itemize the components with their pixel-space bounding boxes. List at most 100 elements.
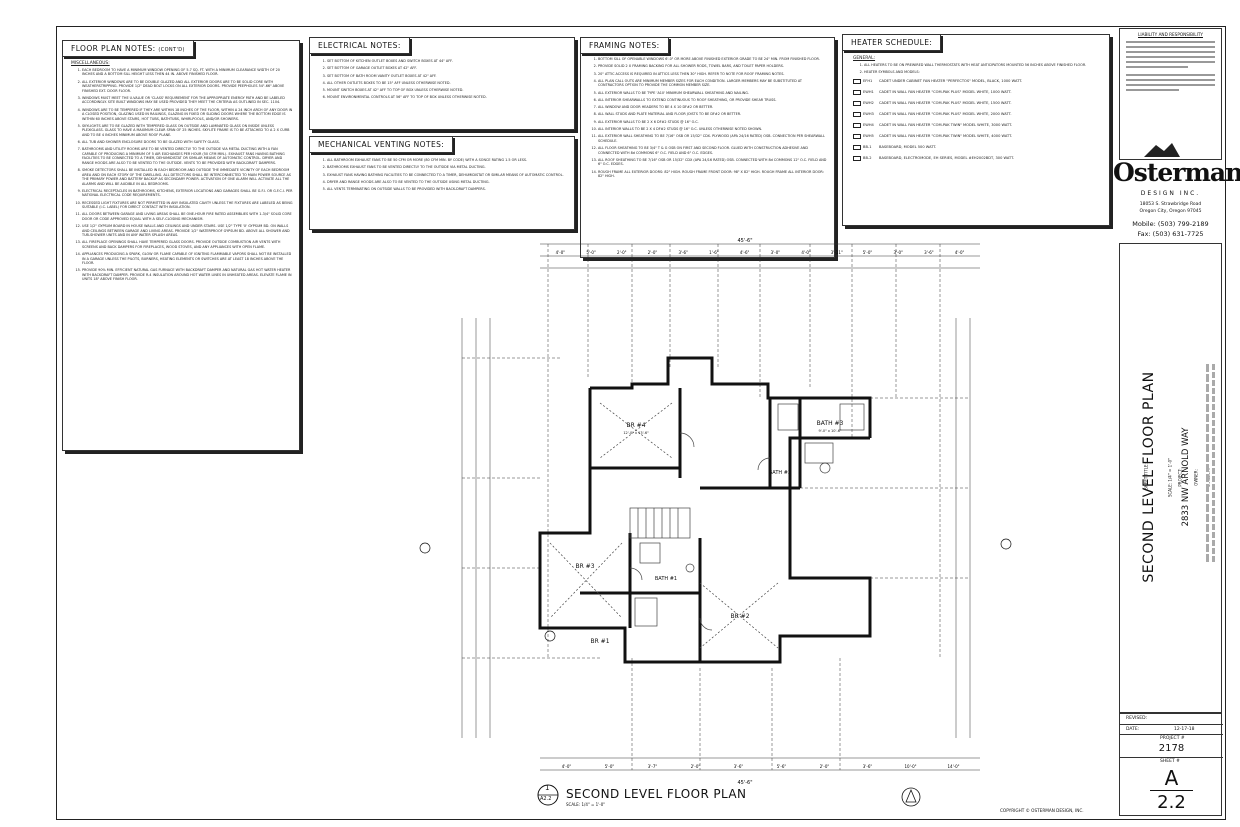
heater-desc: BASEBOARD, MODEL 500 WATT. xyxy=(879,144,937,149)
note-item: ALL FLOOR SHEATHING TO BE 3/4" T & G OSB… xyxy=(598,146,827,155)
heater-desc: BASEBOARD, ELECTROMODE, EH SERIES, MODEL… xyxy=(879,155,1015,160)
dimension-label: 3'-0" xyxy=(771,250,781,255)
title-block: LIABILITY AND RESPONSIBILITY Osterman DE… xyxy=(1113,28,1240,816)
heater-symbol: EFH1 xyxy=(853,78,879,84)
note-item: ALL OTHER OUTLETS BOXES TO BE 15" AFF UN… xyxy=(327,81,566,85)
plan-title: SECOND LEVEL FLOOR PLAN xyxy=(566,787,747,801)
sheet-no-label: SHEET # xyxy=(1160,759,1180,764)
firm-address-2: Oregon City, Oregon 97045 xyxy=(1139,209,1202,214)
floor-plan-notes-list: EACH BEDROOM TO HAVE A MINIMUM WINDOW OP… xyxy=(71,68,293,282)
heater-symbol: EWH3 xyxy=(853,111,879,117)
note-item: ALL TUB AND SHOWER ENCLOSURE DOORS TO BE… xyxy=(82,140,293,144)
detail-bubble xyxy=(537,784,559,806)
builder-text-2 xyxy=(1206,364,1209,564)
heater-row: EWH4 CADET IN WALL FAN HEATER "COM-PAK TW… xyxy=(853,122,1103,128)
liability-cell: LIABILITY AND RESPONSIBILITY xyxy=(1119,28,1222,160)
heater-desc: CADET IN WALL FAN HEATER "COM-PAK TWIN" … xyxy=(879,122,1013,127)
dimension-label: 5'-6" xyxy=(777,764,787,769)
note-item: ALL EXTERIOR WALL SHEATHING TO BE 7/16" … xyxy=(598,134,827,143)
heater-icon xyxy=(853,122,861,128)
heater-icon xyxy=(853,111,861,117)
revised-label: REVISED: xyxy=(1126,716,1148,721)
dimension-label: 5'-0" xyxy=(863,250,873,255)
project-no: 2178 xyxy=(1158,743,1185,754)
note-item: ALL DOORS BETWEEN GARAGE AND LIVING AREA… xyxy=(82,212,293,221)
plan-scale: SCALE: 1/4" = 1'-0" xyxy=(566,802,606,807)
firm-name: Osterman xyxy=(1113,158,1240,187)
heater-symbol: EWH1 xyxy=(853,89,879,95)
heater-code: EWH4 xyxy=(863,122,874,127)
note-item: MOUNT SWITCH BOXES AT 42" AFF TO TOP OF … xyxy=(327,88,566,92)
heater-row: BB-1 BASEBOARD, MODEL 500 WATT. xyxy=(853,144,1103,150)
note-item: ALL EXTERIOR WALLS TO BE TYPE 'A10' MINI… xyxy=(598,91,827,95)
note-item: ALL WINDOW AND DOOR HEADERS TO BE 4 X 10… xyxy=(598,105,827,109)
dimension-label: 4'-6" xyxy=(740,250,750,255)
note-item: WINDOWS MUST MEET THE U-VALUE OR 'CLASS'… xyxy=(82,96,293,105)
note-item: ALL EXTERIOR WINDOWS ARE TO BE DOUBLE GL… xyxy=(82,80,293,93)
dimension-label: 2'-0" xyxy=(820,764,830,769)
house-logo-icon xyxy=(1144,143,1180,157)
note-item: HEATER SYMBOLS AND MODELS: xyxy=(864,70,1103,74)
heater-icon xyxy=(853,133,861,139)
heater-desc: CADET IN WALL FAN HEATER "COM-PAK PLUS" … xyxy=(879,100,1012,105)
heater-icon xyxy=(853,89,861,95)
heater-icon xyxy=(853,100,861,106)
note-item: BATHROOMS EXHAUST FANS TO BE VENTED DIRE… xyxy=(327,165,566,169)
electrical-notes-title: ELECTRICAL NOTES: xyxy=(309,37,410,54)
project-no-label: PROJECT # xyxy=(1160,736,1185,741)
sheet-info-cell: SHEET TITLE: SECOND LEVEL FLOOR PLAN SCA… xyxy=(1119,243,1222,713)
sheet-title: SECOND LEVEL FLOOR PLAN xyxy=(1141,371,1157,583)
note-item: ALL EXTERIOR WALLS TO BE 2 X 6 DF#2 STUD… xyxy=(598,120,827,124)
floor-plan-notes-body: MISCELLANEOUS: EACH BEDROOM TO HAVE A MI… xyxy=(71,61,293,285)
dimension-label: 4'-0" xyxy=(556,250,566,255)
note-item: ALL PLAN CALL OUTS ARE MINIMUM MEMBER SI… xyxy=(598,79,827,88)
electrical-notes-list: SET BOTTOM OF KITCHEN OUTLET BOXES AND S… xyxy=(316,59,566,100)
heater-schedule-title: HEATER SCHEDULE: xyxy=(842,34,942,51)
heater-code: EWH2 xyxy=(863,100,874,105)
firm-mobile: Mobile: (503) 799-2189 xyxy=(1132,220,1209,228)
top-dimension-strings: 4'-0"5'-0"2'-0"2'-0"3'-6"1'-6"4'-6"3'-0"… xyxy=(556,250,965,255)
dimension-label: 14'-0" xyxy=(947,764,959,769)
second-level-floor-plan-drawing: BR #4 12'-0" x 13'-6" BATH #3 9'-0" x 10… xyxy=(419,238,1012,786)
sheet-scale: SCALE: 1/4" = 1'-0" xyxy=(1167,457,1173,498)
room-label: BATH #1 xyxy=(655,576,677,582)
heater-symbol: BB-1 xyxy=(853,144,879,150)
heater-row: EFH1 CADET UNDER CABINET FAN HEATER "PERF… xyxy=(853,78,1103,84)
note-item: ALL WALL STUDS AND PLATE MATERIAL AND FL… xyxy=(598,112,827,116)
heater-icon xyxy=(853,78,861,84)
floor-plan-notes-panel: FLOOR PLAN NOTES: (CONT'D) MISCELLANEOUS… xyxy=(62,40,300,451)
dimension-label: 4'-0" xyxy=(801,250,811,255)
copyright-text: COPYRIGHT © OSTERMAN DESIGN, INC. xyxy=(1000,808,1084,813)
dimension-label: 3'-6" xyxy=(924,250,934,255)
sheet-letter: A xyxy=(1164,766,1179,790)
note-item: SET BOTTOM OF GARAGE OUTLET BOXES AT 42"… xyxy=(327,66,566,70)
heater-desc: CADET IN WALL FAN HEATER "COM-PAK TWIN" … xyxy=(879,133,1013,138)
note-item: ALL ROOF SHEATHING TO BE 7/16" OSB OR 15… xyxy=(598,158,827,167)
heater-symbol: BB-2 xyxy=(853,155,879,161)
note-item: SET BOTTOM OF KITCHEN OUTLET BOXES AND S… xyxy=(327,59,566,63)
dimension-label: 3'-0" xyxy=(893,250,903,255)
note-item: EACH BEDROOM TO HAVE A MINIMUM WINDOW OP… xyxy=(82,68,293,77)
dimension-label: 4'-0" xyxy=(955,250,965,255)
heater-code: BB-1 xyxy=(863,144,872,149)
dimension-label: 4'-0" xyxy=(562,764,572,769)
note-item: BOTTOM SILL OF OPENABLE WINDOWS 6'-0" OR… xyxy=(598,57,827,61)
dimension-label: 3'-6" xyxy=(863,764,873,769)
note-item: WINDOWS ARE TO BE TEMPERED IF THEY ARE W… xyxy=(82,108,293,121)
firm-sub: DESIGN INC. xyxy=(1140,190,1201,197)
heater-desc: CADET UNDER CABINET FAN HEATER "PERFECTO… xyxy=(879,78,1023,83)
floor-plan-notes-title: FLOOR PLAN NOTES: (CONT'D) xyxy=(62,40,194,57)
note-item: ALL INTERIOR SHEARWALLS TO EXTEND CONTIN… xyxy=(598,98,827,102)
note-item: ROUGH FRAME ALL EXTERIOR DOORS: 82" HIGH… xyxy=(598,170,827,179)
dimension-label: 3'-6" xyxy=(678,250,688,255)
dimension-label: 3'-7" xyxy=(648,764,658,769)
owner-label: OWNER: xyxy=(1193,469,1199,486)
heater-row: EWH2 CADET IN WALL FAN HEATER "COM-PAK PL… xyxy=(853,100,1103,106)
mechanical-notes-title: MECHANICAL VENTING NOTES: xyxy=(309,136,454,153)
dimension-label: 2'-0" xyxy=(617,250,627,255)
note-item: USE 1/2" GYPSUM BOARD IN HOUSE WALLS AND… xyxy=(82,224,293,237)
heater-code: EFH1 xyxy=(863,78,873,83)
